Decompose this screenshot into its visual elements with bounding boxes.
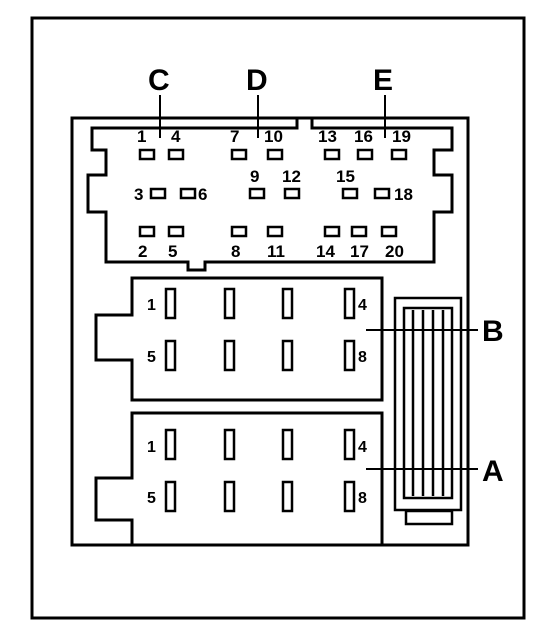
a-pin-slot-8 <box>343 480 356 513</box>
b-pin-slot-2 <box>223 287 236 320</box>
pin-label-12: 12 <box>282 167 301 186</box>
pin-label-17: 17 <box>350 242 369 261</box>
pin-slot-5 <box>167 225 185 238</box>
a-pin-slot-4 <box>343 428 356 461</box>
pin-label-18: 18 <box>394 185 413 204</box>
b-pin-slot-8 <box>343 339 356 372</box>
pin-slot-7 <box>230 148 248 161</box>
pin-label-5: 5 <box>168 242 177 261</box>
pin-label-4: 4 <box>171 127 181 146</box>
outer-frame <box>30 16 526 620</box>
b-pin-label-4: 4 <box>358 297 367 314</box>
b-pin-label-8: 8 <box>358 349 367 366</box>
pin-label-8: 8 <box>231 242 240 261</box>
top-connector-pin-numbers: 1 4 7 10 13 16 19 3 6 9 12 15 18 2 5 8 1… <box>134 127 413 261</box>
a-pin-label-5: 5 <box>147 490 156 507</box>
connector-a-slots <box>164 428 356 513</box>
pin-label-6: 6 <box>198 185 207 204</box>
a-pin-label-1: 1 <box>147 439 156 456</box>
pin-slot-8 <box>230 225 248 238</box>
pin-slot-16 <box>356 148 374 161</box>
pin-slot-15 <box>341 187 359 200</box>
a-pin-label-8: 8 <box>358 490 367 507</box>
b-pin-slot-7 <box>281 339 294 372</box>
a-pin-slot-1 <box>164 428 177 461</box>
pin-slot-19 <box>390 148 408 161</box>
label-d: D <box>246 64 268 97</box>
latch-inner <box>402 306 454 500</box>
label-c: C <box>148 64 170 97</box>
b-pin-slot-5 <box>164 339 177 372</box>
pin-slot-6 <box>179 187 197 200</box>
pin-slot-9 <box>248 187 266 200</box>
b-pin-slot-6 <box>223 339 236 372</box>
pin-label-13: 13 <box>318 127 337 146</box>
pin-slot-18 <box>373 187 391 200</box>
pin-label-10: 10 <box>264 127 283 146</box>
pin-slot-3 <box>149 187 167 200</box>
pin-slot-12 <box>283 187 301 200</box>
label-b: B <box>482 315 504 348</box>
a-pin-slot-5 <box>164 480 177 513</box>
b-pin-slot-4 <box>343 287 356 320</box>
b-pin-label-1: 1 <box>147 297 156 314</box>
pin-label-9: 9 <box>250 167 259 186</box>
pin-label-15: 15 <box>336 167 355 186</box>
b-pin-slot-1 <box>164 287 177 320</box>
pin-slot-13 <box>323 148 341 161</box>
pin-label-1: 1 <box>137 127 146 146</box>
label-a: A <box>482 455 504 488</box>
a-pin-slot-6 <box>223 480 236 513</box>
pin-slot-10 <box>266 148 284 161</box>
a-pin-slot-3 <box>281 428 294 461</box>
pin-slot-20 <box>380 225 398 238</box>
connector-b-slots <box>164 287 356 372</box>
pin-label-20: 20 <box>385 242 404 261</box>
release-latch <box>393 296 463 526</box>
a-pin-slot-2 <box>223 428 236 461</box>
b-pin-label-5: 5 <box>147 349 156 366</box>
b-pin-slot-3 <box>281 287 294 320</box>
connector-b-body <box>94 276 384 402</box>
label-e: E <box>373 64 393 97</box>
pin-label-16: 16 <box>354 127 373 146</box>
pin-slot-4 <box>167 148 185 161</box>
pin-slot-14 <box>323 225 341 238</box>
pin-slot-2 <box>138 225 156 238</box>
pin-label-2: 2 <box>138 242 147 261</box>
pin-label-14: 14 <box>316 242 335 261</box>
top-connector-slots <box>138 148 408 238</box>
pin-label-11: 11 <box>267 242 285 261</box>
pin-label-3: 3 <box>134 185 143 204</box>
pin-slot-17 <box>350 225 368 238</box>
latch-slot <box>404 509 454 526</box>
pin-label-7: 7 <box>230 127 239 146</box>
housing-outline <box>70 116 470 547</box>
a-pin-slot-7 <box>281 480 294 513</box>
connector-a-body <box>94 411 384 547</box>
pin-slot-11 <box>266 225 284 238</box>
pin-label-19: 19 <box>392 127 411 146</box>
a-pin-label-4: 4 <box>358 439 367 456</box>
pin-slot-1 <box>138 148 156 161</box>
